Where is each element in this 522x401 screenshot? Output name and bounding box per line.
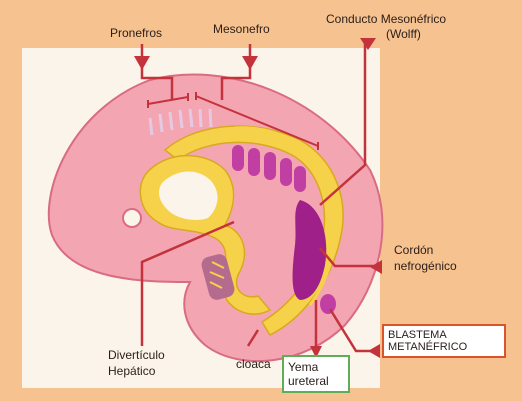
label-blastema-line2: METANÉFRICO — [388, 341, 500, 353]
metanephric-blastema — [320, 294, 336, 314]
label-yema-line1: Yema — [288, 360, 344, 374]
label-conducto-line1: Conducto Mesonéfrico — [326, 12, 446, 26]
label-pronefros: Pronefros — [110, 26, 162, 40]
yema-label-box: Yema ureteral — [282, 355, 350, 393]
label-diverticulo-line1: Divertículo — [108, 348, 165, 362]
label-blastema-line1: BLASTEMA — [388, 329, 500, 341]
optic-pit — [123, 209, 141, 227]
label-mesonefro: Mesonefro — [213, 22, 270, 36]
blastema-label-box: BLASTEMA METANÉFRICO — [382, 324, 506, 358]
label-cloaca: cloaca — [236, 357, 271, 371]
label-cordon-line1: Cordón — [394, 243, 433, 257]
label-diverticulo-line2: Hepático — [108, 364, 155, 378]
label-cordon-line2: nefrogénico — [394, 259, 457, 273]
label-conducto-line2: (Wolff) — [386, 27, 421, 41]
label-yema-line2: ureteral — [288, 374, 344, 388]
